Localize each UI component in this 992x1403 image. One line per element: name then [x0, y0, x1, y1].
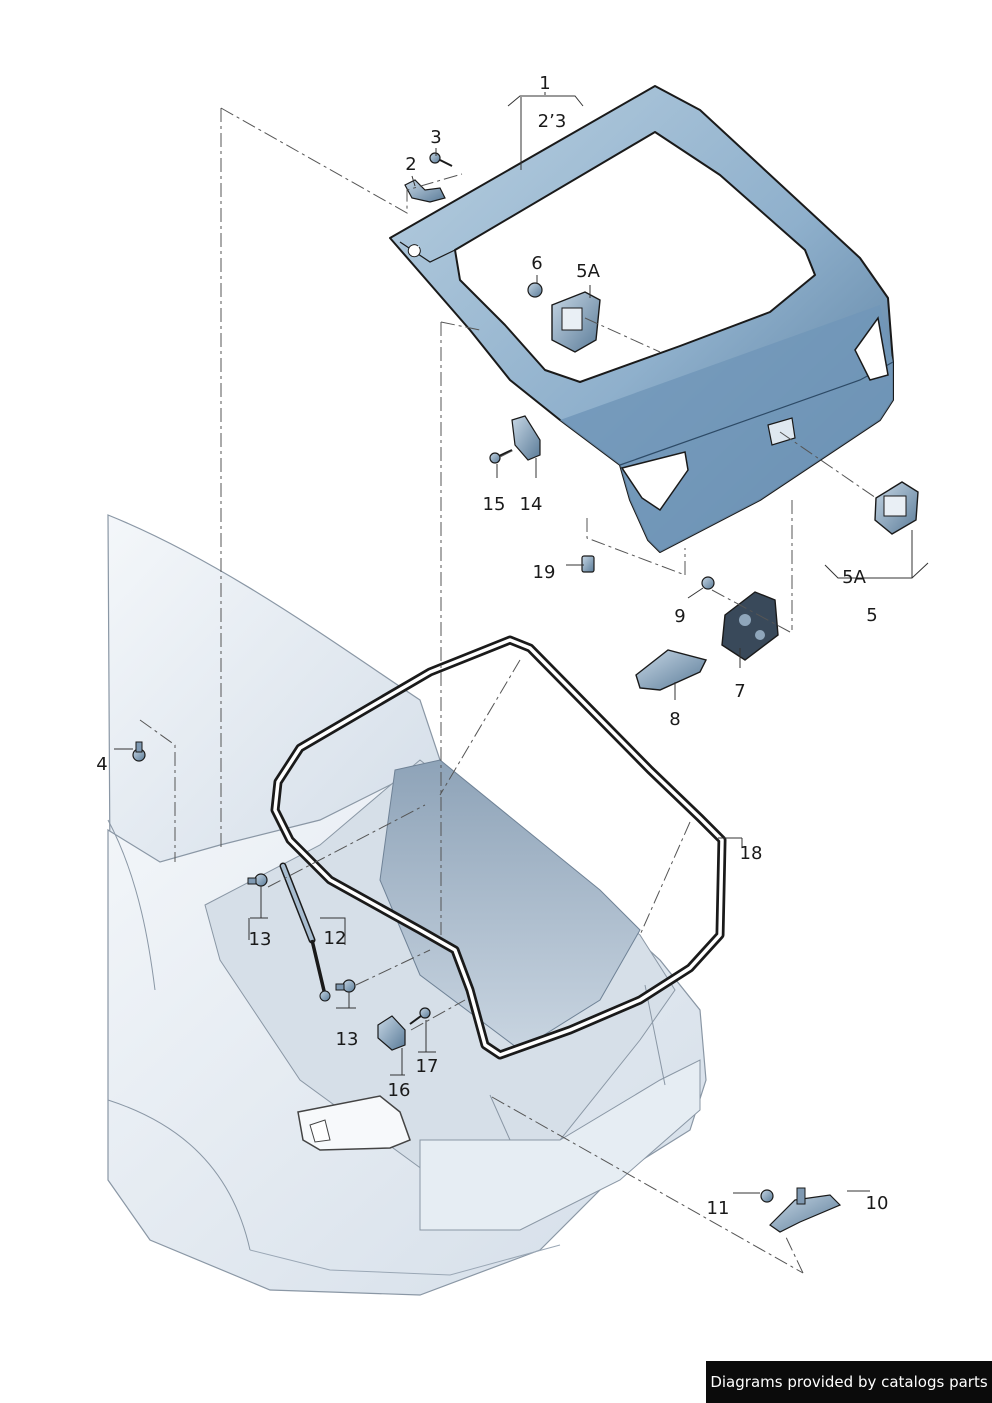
callout-9: 9 — [674, 606, 686, 627]
part-striker-10 — [769, 1187, 842, 1233]
part-handle-8 — [635, 649, 708, 691]
callout-19: 19 — [532, 562, 556, 583]
part-screw-15 — [489, 449, 513, 464]
footer-credit-text: Diagrams provided by catalogs parts — [710, 1373, 988, 1391]
part-nut-11 — [760, 1189, 774, 1203]
callout-18: 18 — [739, 843, 763, 864]
callout-5a-top: 5A — [576, 261, 600, 282]
callout-13-a: 13 — [248, 929, 272, 950]
callout-10: 10 — [865, 1193, 889, 1214]
axis-lines — [139, 107, 877, 1274]
part-gas-strut-12 — [279, 862, 331, 1002]
callout-4: 4 — [96, 754, 108, 775]
callout-2-3: 2’3 — [537, 111, 567, 132]
part-lock-7 — [721, 591, 779, 661]
callout-15: 15 — [482, 494, 506, 515]
part-buffer-14 — [511, 415, 541, 461]
callout-8: 8 — [669, 709, 681, 730]
trunk-seal — [270, 635, 727, 1060]
callout-6: 6 — [531, 253, 543, 274]
part-switch-5 — [874, 481, 919, 535]
callout-13-b: 13 — [335, 1029, 359, 1050]
part-ball-stud-13b — [335, 979, 356, 993]
part-screw-4 — [132, 741, 146, 762]
part-buffer-16 — [377, 1015, 406, 1051]
callout-5: 5 — [866, 605, 878, 626]
callout-2: 2 — [405, 154, 417, 175]
car-body — [107, 514, 707, 1296]
part-plug-19 — [581, 555, 595, 573]
leader-lines — [114, 92, 929, 1194]
tailgate-panel — [389, 85, 894, 553]
footer-credit: Diagrams provided by catalogs parts — [706, 1361, 992, 1403]
callout-7: 7 — [734, 681, 746, 702]
callout-11: 11 — [706, 1198, 730, 1219]
callout-16: 16 — [387, 1080, 411, 1101]
part-bolt-3 — [429, 152, 453, 167]
callout-1: 1 — [539, 73, 551, 94]
part-hinge-bracket — [404, 179, 446, 203]
callout-3: 3 — [430, 127, 442, 148]
part-camera-bracket-5a — [551, 291, 601, 353]
callout-5a-bottom: 5A — [842, 567, 866, 588]
callout-17: 17 — [415, 1056, 439, 1077]
part-screw-17 — [409, 1007, 431, 1025]
callout-14: 14 — [519, 494, 543, 515]
part-nut-6 — [527, 282, 543, 298]
part-nut-9 — [701, 576, 715, 590]
callout-12: 12 — [323, 928, 347, 949]
